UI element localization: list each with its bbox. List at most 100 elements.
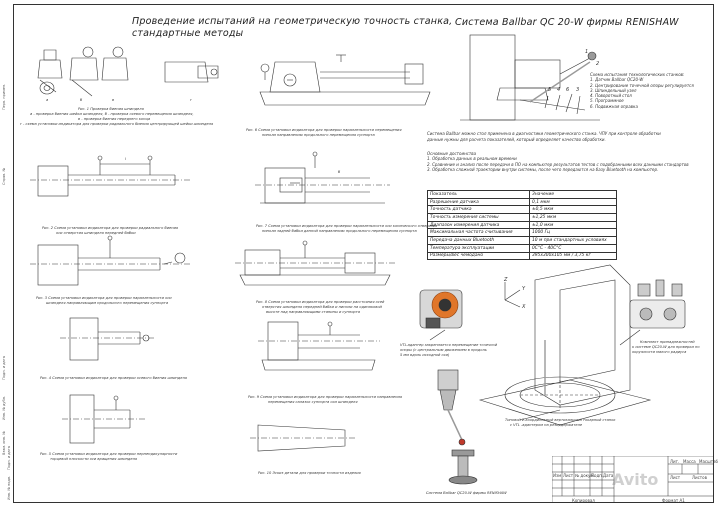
left-title-line-2: стандартные методы xyxy=(132,28,244,39)
spec-param-cell: Показатель xyxy=(427,190,530,199)
stamp-field-lit: Лит. xyxy=(670,459,680,464)
side-label-5: Взам. инв. № xyxy=(2,431,6,455)
component-6: 6. Подвижная оправка xyxy=(590,103,638,109)
stamp-field-sheets: Листов xyxy=(692,475,707,480)
side-label-3: Подп. и дата xyxy=(2,356,6,380)
vtl-note-1: VTL-адаптер закрепляется перемещение точ… xyxy=(400,343,498,347)
axis-x-label: X xyxy=(522,304,526,310)
stamp-field-date: Дата xyxy=(603,473,614,478)
fig9-caption-2: перемещения салазок суппорта оси шпиндел… xyxy=(268,400,358,404)
fig8-caption-3: высоте над направляющими станины и суппо… xyxy=(266,310,360,314)
stamp-field-sheet: Лист xyxy=(670,475,681,480)
kit-note-3: окружности малого радиуса xyxy=(632,350,687,354)
stamp-copy: Копировал xyxy=(572,498,595,503)
fig7-caption-2: пиноли задней бабки данной направлению п… xyxy=(262,229,417,233)
kit-note-2: к системе QC20-W для проверки по xyxy=(632,345,700,349)
fig2-caption-2: оси отверстия шпинделя передней бабки xyxy=(56,231,136,235)
stamp-field-izm: Изм xyxy=(553,473,562,478)
fig1-label-c: в xyxy=(112,98,115,102)
spec-row: Точность измерения системы±1,25 мкм xyxy=(427,213,617,222)
fig2-sketch xyxy=(30,155,190,197)
vtl-note-3: 5 мм вдоль исходной оси) xyxy=(400,353,450,357)
callout-5: 5 xyxy=(548,87,552,93)
callout-1: 1 xyxy=(585,49,589,55)
fig9-caption-1: Рис. 9 Схема установки индикатора для пр… xyxy=(248,395,402,399)
lathe-note-1: Типовой 2-координатный вертикальный тока… xyxy=(505,418,616,422)
fig6-lathe-sketch xyxy=(259,54,431,106)
spec-param-cell: Температура эксплуатации xyxy=(427,243,530,253)
fig1-caption-b: в - проверка биения переднего конца xyxy=(78,117,151,121)
spec-value-cell: ±0,5 мкм xyxy=(529,205,617,215)
sheet-frame xyxy=(13,4,714,503)
ballbar-machine-diagram xyxy=(460,34,600,121)
advantages-list: Основные достоинства 1. Обработка данных… xyxy=(427,151,689,172)
side-label-6: Подп. и дата xyxy=(7,446,11,470)
side-label-1: Перв. примен. xyxy=(2,83,6,110)
fig2-caption-1: Рис. 2 Схема установки индикатора для пр… xyxy=(42,226,179,230)
fig3-caption-2: шпинделя направляющим продольного переме… xyxy=(46,301,169,305)
spec-value-cell: ±1,25 мкм xyxy=(529,213,617,222)
fig7-sketch xyxy=(255,151,390,204)
advantages-title: Основные достоинства xyxy=(427,151,477,156)
stamp-field-mass: Масса xyxy=(683,459,696,464)
fig1-spindle-sketches xyxy=(37,46,219,97)
callout-3: 3 xyxy=(576,87,580,93)
lathe-note-2: с VTL -адаптером на резцедержателе xyxy=(510,423,583,427)
fig6-caption-1: Рис. 6 Схема установки индикатора для пр… xyxy=(246,128,402,132)
callout-4: 4 xyxy=(557,87,561,93)
fig8-caption-1: Рис. 8 Схема установки индикатора для пр… xyxy=(256,300,385,304)
fig3-sketch xyxy=(30,235,190,286)
left-title-line-1: Проведение испытаний на геометрическую т… xyxy=(132,16,453,27)
fig7-dim-b: б xyxy=(338,170,341,174)
fig1-caption-a: а - проверка биения шейки шпинделя, б - … xyxy=(30,112,194,116)
spec-param-cell: Точность измерения системы xyxy=(427,213,530,222)
callout-2: 2 xyxy=(596,61,600,67)
spec-value-cell: 1000 Гц xyxy=(529,228,617,238)
fig1-label-a: а xyxy=(46,98,49,102)
stamp-field-doc: № докум. xyxy=(575,473,595,478)
spec-row: Точность датчика±0,5 мкм xyxy=(427,205,617,215)
component-5: 5. Программное xyxy=(590,98,624,104)
stamp-field-scale: Масштаб xyxy=(699,459,719,464)
axis-z-label: Z xyxy=(504,277,508,283)
stamp-field-list: Лист xyxy=(563,473,574,478)
spec-param-cell: Передача данных Bluetooth xyxy=(427,236,530,245)
spec-param-cell: Максимальная частота считывания xyxy=(427,228,530,238)
fig10-part-sketch xyxy=(250,424,355,452)
side-label-4: Инв. № дубл. xyxy=(2,396,6,420)
spec-value-cell: ±1,0 мкм xyxy=(529,220,617,230)
fig5-caption-2: торцевой плоскости оси вращения шпинделя xyxy=(50,457,138,461)
side-label-2: Справ. № xyxy=(2,167,6,185)
fig4-caption: Рис. 4 Схема установки индикатора для пр… xyxy=(40,376,187,380)
components-title: Схема испытания технологических станков: xyxy=(590,72,685,77)
spec-param-cell: Точность датчика xyxy=(427,205,530,215)
component-1: 1. Датчик Ballbar QC20-W xyxy=(590,77,644,83)
ballbar-bottom-caption: Система Ballbar QC20-W фирмы RENISHAW xyxy=(426,491,507,495)
fig4-sketch xyxy=(60,317,155,361)
spec-param-cell: Размеры/вес чемодано xyxy=(427,251,530,261)
kit-note-1: Комплект принадлежностей xyxy=(640,340,695,344)
fig9-sketch xyxy=(258,321,380,371)
spec-param-cell: Диапазон измерения датчика xyxy=(427,220,530,230)
fig1-caption-c: г - схема установки индикатора для прове… xyxy=(20,122,214,126)
fig8-caption-2: отверстия шпинделя передней бабки и пино… xyxy=(262,305,382,309)
advantage-2: 2. Сравнение и анализ после передачи в П… xyxy=(427,161,689,167)
title-block: Изм Лист № докум. Подп. Дата Лит. Масса … xyxy=(552,456,718,503)
fig1-label-d: г xyxy=(190,98,192,102)
advantage-3: 3. Обработка сложной траектории внутри с… xyxy=(427,166,659,172)
advantage-1: 1. Обработка данных в реальном времени xyxy=(427,156,517,162)
fig10-caption: Рис. 10 Эскиз детали для проверки точнос… xyxy=(258,471,361,475)
fig2-dim-l: l xyxy=(125,157,126,161)
spec-value-cell: 395х300х105 мм / 3,75 кг xyxy=(529,251,617,261)
vertical-lathe-diagram xyxy=(478,264,652,426)
ballbar-intro-2: данные нужны для расчета показателей, ко… xyxy=(427,137,606,142)
component-2: 2. Центрирование точечной опоры регулиру… xyxy=(590,82,694,88)
components-list: Схема испытания технологических станков:… xyxy=(590,72,694,109)
